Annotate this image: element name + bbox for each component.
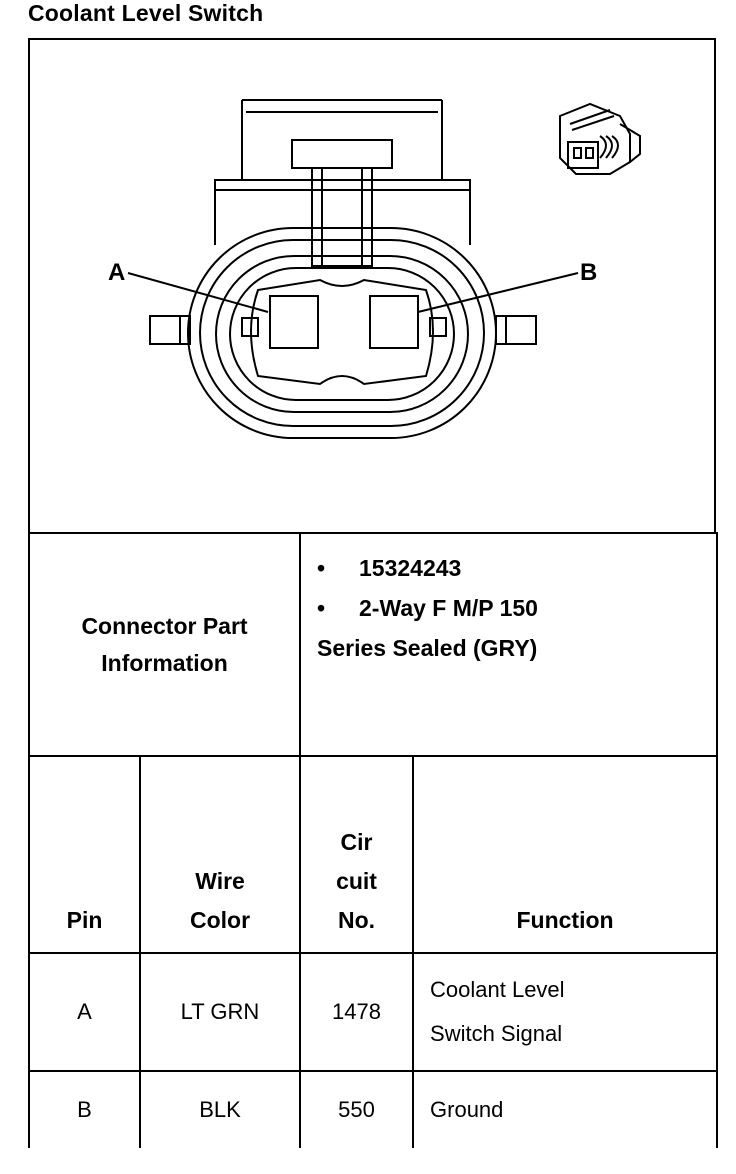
connector-part-row: Connector Part Information •15324243 •2-…: [27, 532, 719, 757]
function-cell: Ground: [412, 1070, 719, 1148]
connector-end-view-sheet: A B Connector Part Information •15324243…: [27, 38, 719, 1148]
connector-diagram-panel: A B: [28, 38, 716, 534]
col-header-function: Function: [412, 755, 719, 954]
circuit-cell: 1478: [299, 952, 415, 1072]
part-number: 15324243: [359, 555, 462, 581]
wire-color-cell: BLK: [138, 1070, 302, 1148]
connector-info-table: Connector Part Information •15324243 •2-…: [27, 532, 719, 1148]
connector-part-value: •15324243 •2-Way F M/P 150 Series Sealed…: [299, 532, 719, 757]
pin-b-callout: B: [580, 259, 597, 286]
wire-color-cell: LT GRN: [138, 952, 302, 1072]
circuit-cell: 550: [299, 1070, 415, 1148]
connector-part-label: Connector Part Information: [27, 532, 302, 757]
connector-description: 2-Way F M/P 150: [359, 595, 538, 621]
pin-cell: B: [28, 1070, 141, 1148]
pin-a-callout: A: [108, 259, 125, 286]
table-row: B BLK 550 Ground: [28, 1070, 719, 1148]
col-header-pin: Pin: [28, 755, 141, 954]
connector-drawing: A B: [108, 99, 641, 439]
page-title: Coolant Level Switch: [28, 0, 264, 26]
pin-cell: A: [28, 952, 141, 1072]
